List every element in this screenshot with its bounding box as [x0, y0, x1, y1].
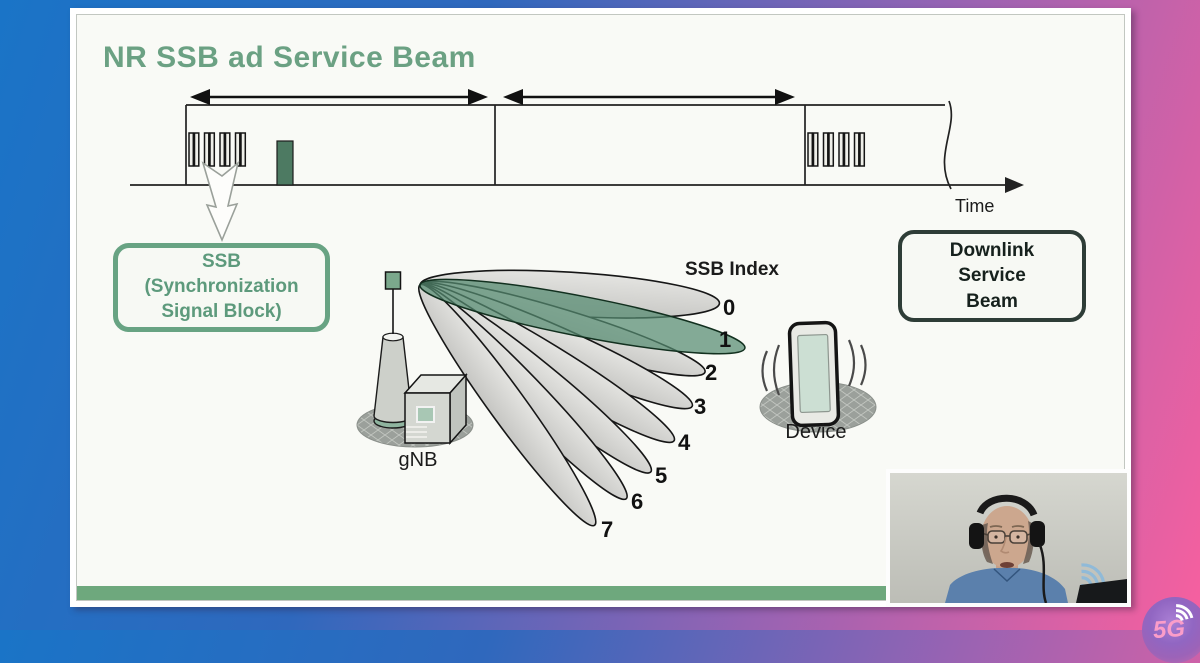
downlink-service-beam-box: Downlink Service Beam — [898, 230, 1086, 322]
gnb-graphic — [356, 271, 474, 448]
presenter-webcam — [886, 469, 1131, 607]
beam-index-1: 1 — [719, 327, 732, 352]
presenter — [945, 494, 1068, 603]
timeline-frame — [130, 100, 1007, 190]
time-axis-arrowhead — [1005, 177, 1024, 193]
service-beam-slot — [276, 140, 294, 186]
beam-fan — [417, 269, 746, 527]
downlink-line2: Service — [958, 265, 1026, 287]
laptop-edge — [1076, 579, 1127, 603]
wifi-icon — [1175, 604, 1194, 622]
ssb-period-arrow — [190, 89, 488, 105]
beam-1-highlighted — [419, 278, 746, 355]
down-arrow-icon — [201, 160, 240, 243]
timeline-break-squiggle — [943, 100, 953, 190]
5g-channel-logo: 5G — [1142, 597, 1200, 663]
time-axis-label: Time — [955, 196, 995, 216]
beam-index-4: 4 — [678, 430, 691, 455]
ssb-callout-line3: Signal Block) — [161, 300, 282, 322]
ssb-burst-block-2 — [807, 132, 866, 167]
ssb-callout-line2: (Synchronization — [144, 276, 299, 298]
beam-index-3: 3 — [694, 394, 707, 419]
downlink-line3: Beam — [966, 290, 1018, 312]
device-graphic — [759, 320, 877, 433]
ssb-callout-line1: SSB — [201, 251, 242, 273]
beam-index-5: 5 — [655, 463, 668, 488]
beam-index-6: 6 — [631, 489, 644, 514]
ssb-burst-block-1 — [188, 132, 247, 167]
presenter-video — [890, 473, 1127, 603]
beam-index-7: 7 — [601, 517, 614, 542]
ssb-index-heading: SSB Index — [685, 259, 779, 280]
antenna-icon — [384, 271, 402, 290]
ssb-beam-diagram — [130, 89, 1024, 527]
beam-index-2: 2 — [705, 360, 718, 385]
beam-index-0: 0 — [723, 295, 736, 320]
ssb-period-arrow-2 — [503, 89, 795, 105]
signal-waves-right — [847, 339, 867, 387]
smartphone-icon — [787, 320, 841, 428]
slide-footer-bar — [77, 586, 1124, 600]
slide-content: NR SSB ad Service Beam Time SSB (Synchro… — [76, 14, 1125, 601]
device-label: Device — [785, 421, 847, 443]
downlink-line1: Downlink — [949, 239, 1035, 261]
ssb-callout-box: SSB (Synchronization Signal Block) — [113, 243, 330, 332]
presentation-slide: NR SSB ad Service Beam Time SSB (Synchro… — [70, 8, 1131, 607]
gnb-label: gNB — [398, 449, 438, 471]
signal-waves-left — [761, 344, 781, 396]
page-title: NR SSB ad Service Beam — [103, 41, 476, 74]
